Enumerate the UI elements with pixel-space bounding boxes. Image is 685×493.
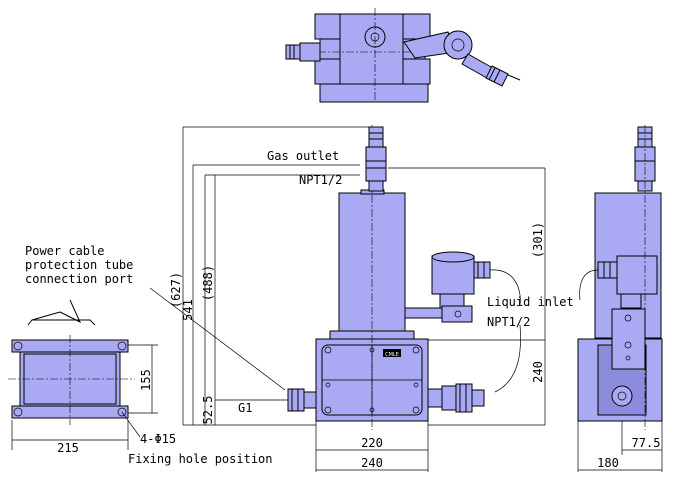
front-labels: Gas outlet NPT1/2 Power cable protection… — [25, 149, 574, 415]
dim-side-180: 180 — [597, 456, 619, 470]
dim-footprint-215: 215 — [57, 441, 79, 455]
dim-width-220: 220 — [361, 436, 383, 450]
top-view — [285, 8, 521, 103]
dim-height-52-5: 52.5 — [201, 396, 215, 425]
side-view: 180 77.5 — [577, 125, 663, 472]
dim-height-240: 240 — [531, 361, 545, 383]
dim-overall-height: (627) — [169, 272, 183, 308]
front-view: CMLE — [287, 125, 521, 430]
dim-height-488: (488) — [201, 265, 215, 301]
label-g1: G1 — [238, 401, 252, 415]
front-dimensions: (627) 541 (488) 52.5 (301) 240 220 240 — [169, 126, 546, 472]
label-power-cable-3: connection port — [25, 272, 133, 286]
dim-width-240: 240 — [361, 456, 383, 470]
label-fixing-holes: 4-Φ15 — [140, 432, 176, 446]
label-liquid-inlet-thread: NPT1/2 — [487, 315, 530, 329]
label-gas-outlet: Gas outlet — [267, 149, 339, 163]
nameplate — [383, 349, 401, 357]
footprint-view: 215 155 4-Φ15 Fixing hole position — [8, 299, 273, 466]
dim-side-77-5: 77.5 — [632, 436, 661, 450]
label-gas-outlet-thread: NPT1/2 — [299, 173, 342, 187]
label-power-cable-2: protection tube — [25, 258, 133, 272]
nameplate-text: CMLE — [385, 352, 399, 358]
label-power-cable-1: Power cable — [25, 244, 104, 258]
dim-footprint-155: 155 — [139, 369, 153, 391]
dim-height-541: 541 — [181, 299, 195, 321]
dim-height-301: (301) — [531, 222, 545, 258]
label-liquid-inlet: Liquid inlet — [487, 295, 574, 309]
label-fixing-hole-position: Fixing hole position — [128, 452, 273, 466]
